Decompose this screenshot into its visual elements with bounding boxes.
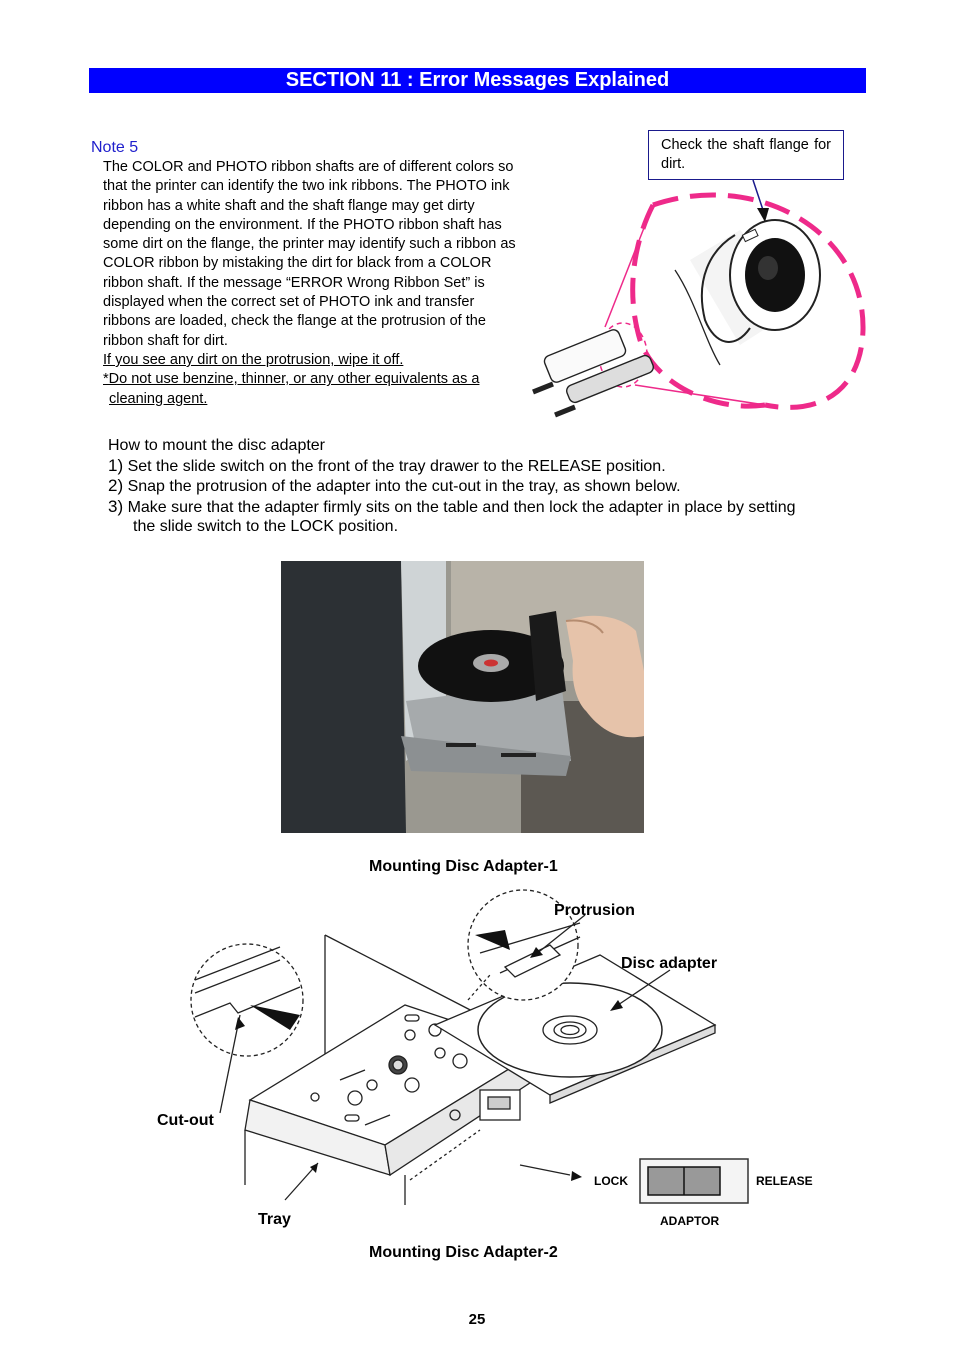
warning-line-1: *Do not use benzine, thinner, or any oth…: [103, 371, 480, 388]
step-text: Make sure that the adapter firmly sits o…: [127, 498, 796, 516]
label-adaptor: ADAPTOR: [660, 1214, 719, 1228]
step-3: 3) Make sure that the adapter firmly sit…: [108, 497, 878, 518]
label-lock: LOCK: [594, 1174, 628, 1188]
step-number: 2): [108, 476, 124, 496]
step-number: 3): [108, 496, 124, 516]
wipe-instruction: If you see any dirt on the protrusion, w…: [103, 351, 404, 368]
step-2: 2) Snap the protrusion of the adapter in…: [108, 476, 878, 497]
section-title: SECTION 11 : Error Messages Explained: [89, 68, 866, 93]
step-text: Snap the protrusion of the adapter into …: [127, 478, 681, 496]
warning-line-2: cleaning agent.: [109, 390, 208, 407]
callout-box: Check the shaft flange for dirt.: [648, 130, 844, 180]
step-3-continued: the slide switch to the LOCK position.: [133, 518, 399, 536]
note-paragraph: The COLOR and PHOTO ribbon shafts are of…: [103, 159, 516, 349]
label-protrusion: Protrusion: [554, 902, 635, 919]
label-disc-adapter: Disc adapter: [621, 955, 717, 972]
disc-adapter-photo: [281, 561, 644, 833]
label-cut-out: Cut-out: [157, 1112, 215, 1129]
step-number: 1): [108, 455, 124, 475]
ribbon-shaft-illustration: [532, 180, 866, 418]
disc-adapter-diagram: Protrusion Disc adapter Cut-out Tray LOC…: [157, 889, 813, 1228]
mount-instructions: How to mount the disc adapter 1) Set the…: [108, 436, 878, 537]
step-text: Set the slide switch on the front of the…: [127, 457, 666, 475]
figure-1-caption: Mounting Disc Adapter-1: [369, 858, 558, 875]
note-body: The COLOR and PHOTO ribbon shafts are of…: [103, 158, 523, 409]
figure-2-caption: Mounting Disc Adapter-2: [369, 1244, 558, 1261]
label-tray: Tray: [258, 1211, 291, 1228]
page-number: 25: [468, 1311, 486, 1328]
label-release: RELEASE: [756, 1174, 813, 1188]
note-label: Note 5: [91, 139, 139, 156]
mount-heading: How to mount the disc adapter: [108, 437, 326, 454]
step-1: 1) Set the slide switch on the front of …: [108, 456, 878, 477]
